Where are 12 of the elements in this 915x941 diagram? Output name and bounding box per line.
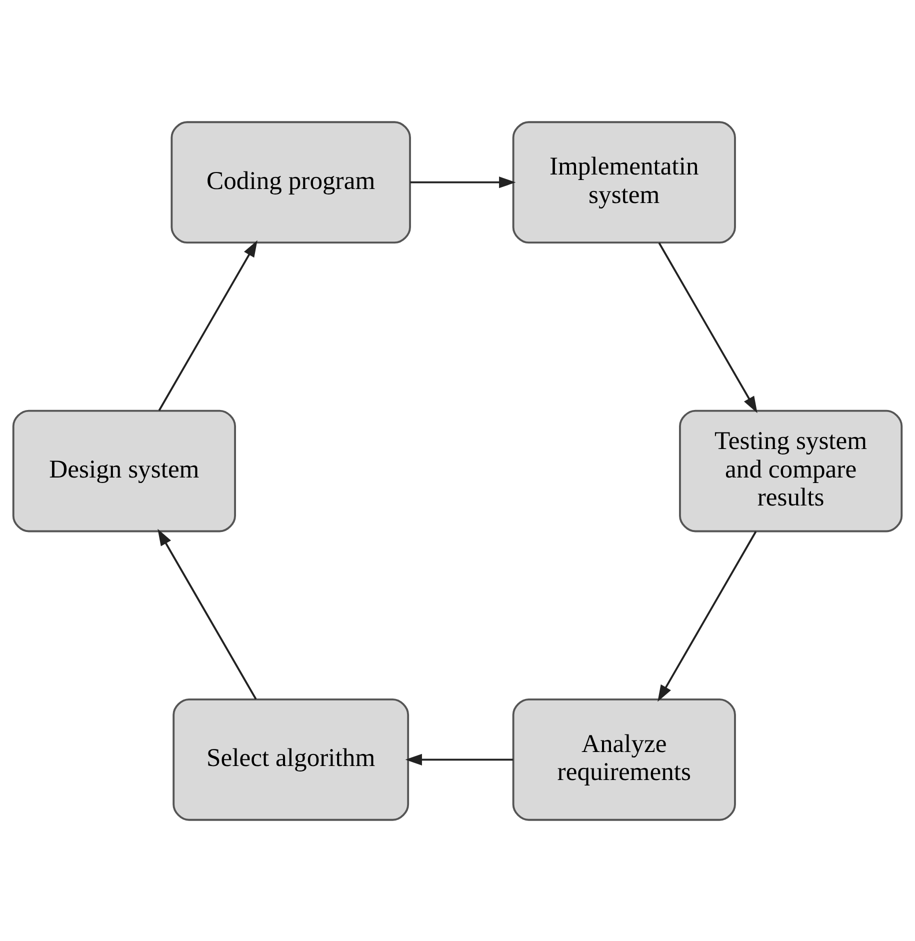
arrow: [410, 176, 516, 188]
node-box: Analyze requirements: [512, 698, 736, 820]
node-box: Coding program: [170, 120, 411, 244]
arrow: [658, 242, 758, 413]
node-box: Design system: [12, 409, 236, 532]
arrow: [158, 528, 257, 700]
node-box: Select algorithm: [172, 698, 410, 820]
node-box: Testing system and compare results: [679, 409, 903, 532]
node-box: Implementatin system: [512, 120, 736, 244]
arrow: [658, 530, 757, 702]
arrow: [405, 753, 514, 765]
arrow: [158, 240, 258, 410]
